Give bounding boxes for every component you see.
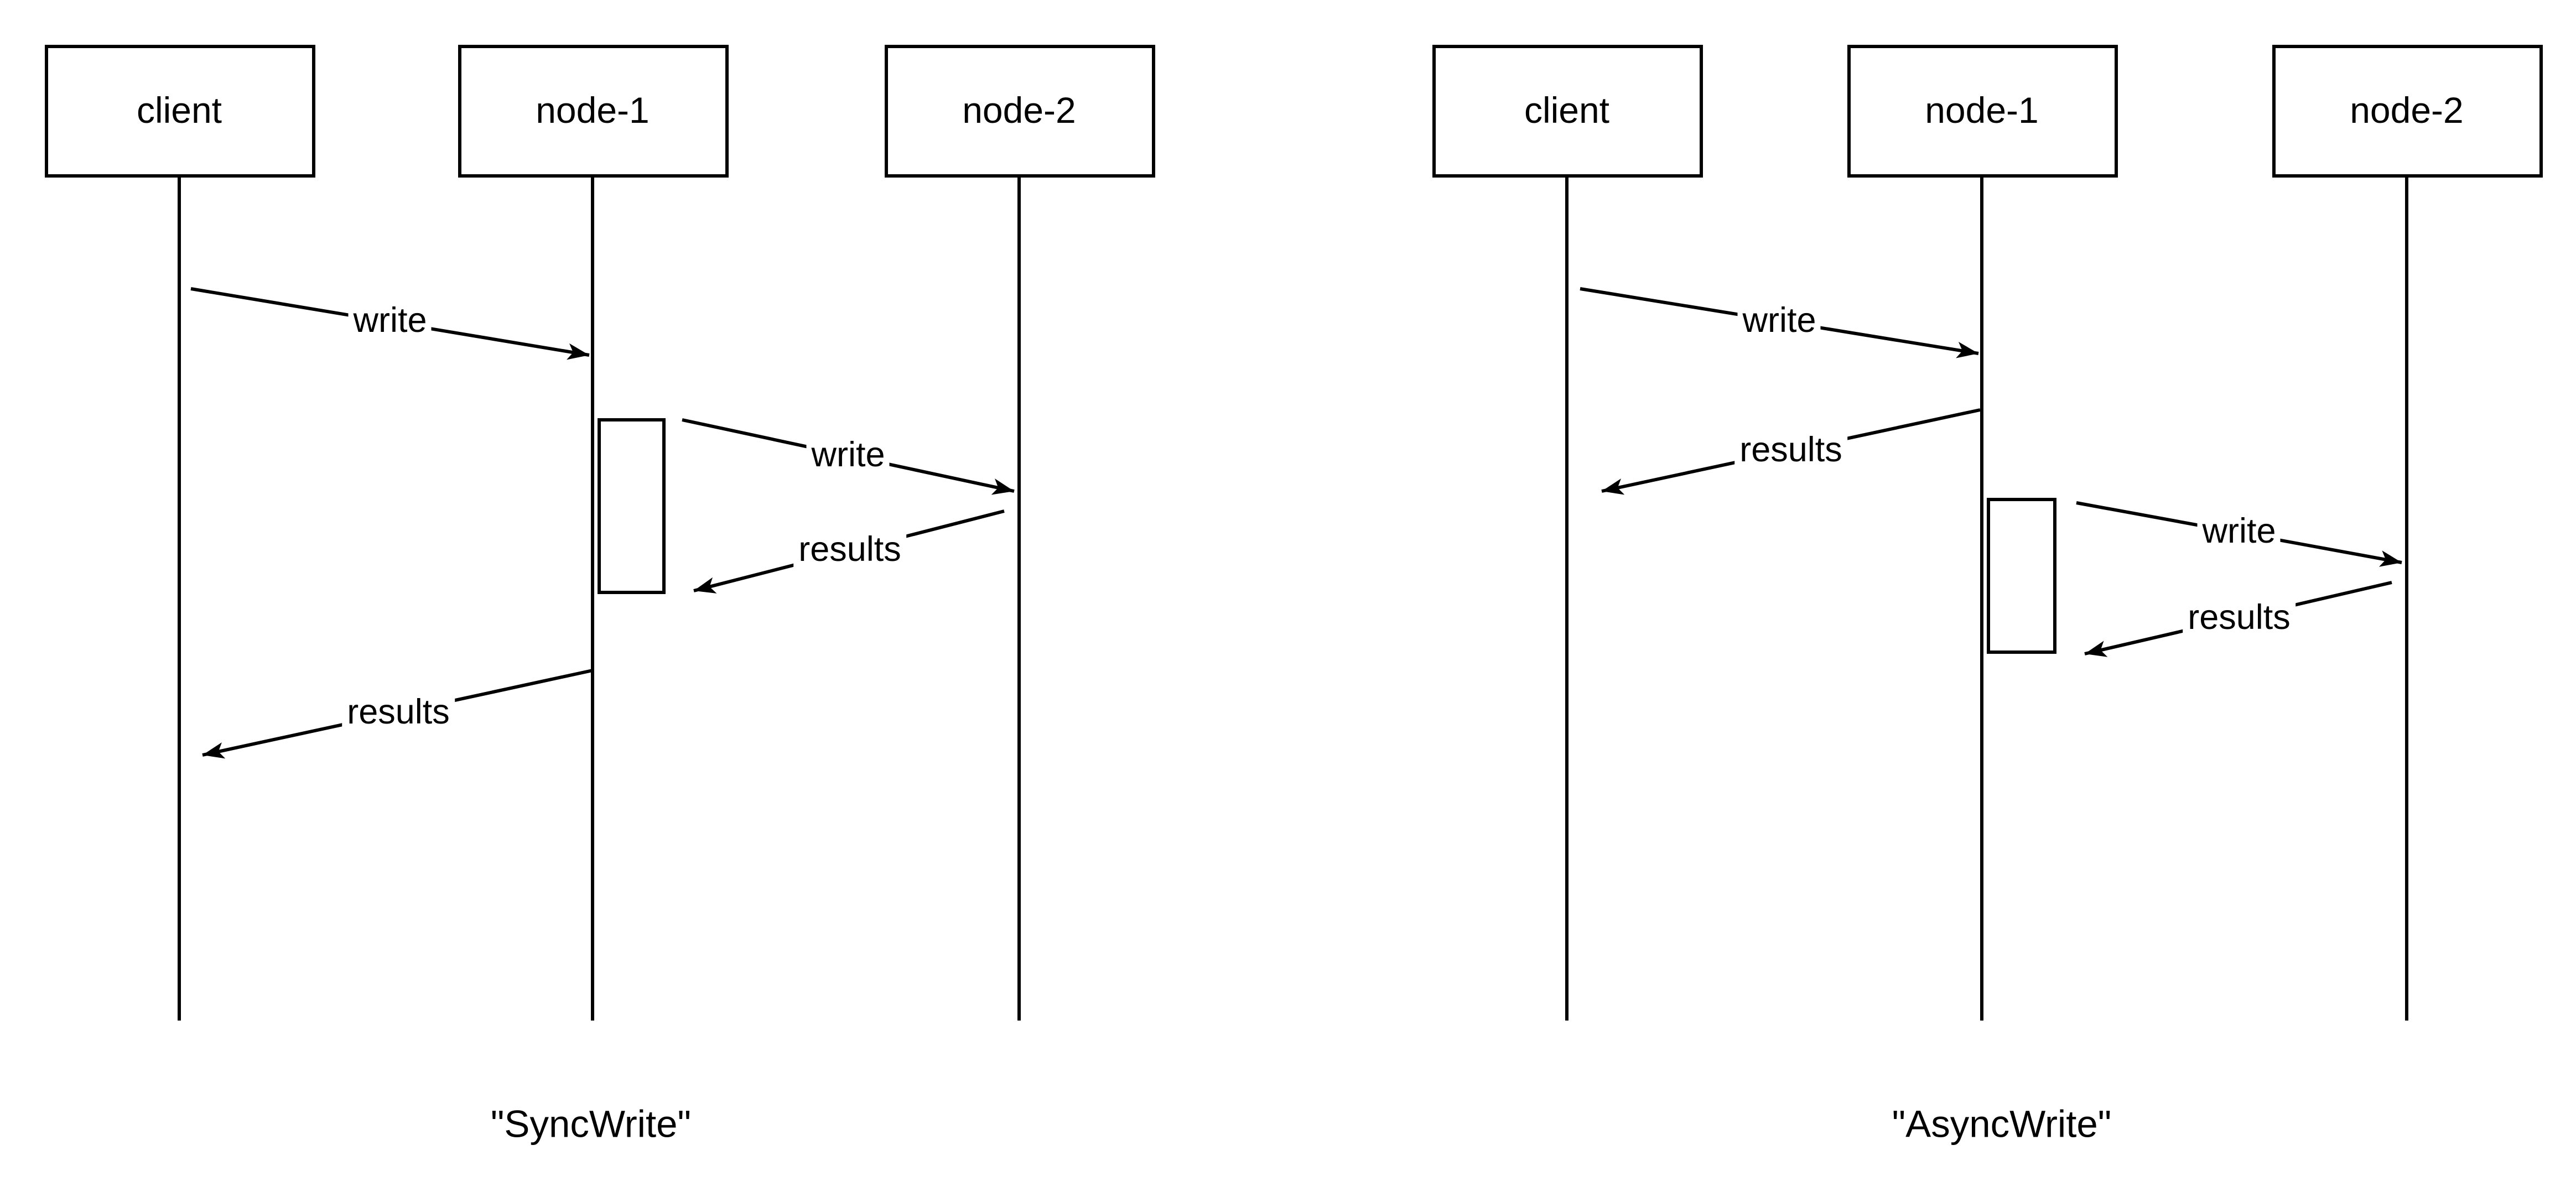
actor-box-sync-client: client: [44, 45, 315, 178]
actor-label-async-node1: node-1: [1925, 90, 2039, 131]
actor-label-async-node2: node-2: [2350, 90, 2464, 131]
message-label-async-write-2: write: [2197, 512, 2281, 553]
activation-async-node1: [1987, 498, 2056, 654]
actor-box-async-node2: node-2: [2271, 45, 2542, 178]
message-label-sync-results-1: results: [793, 530, 906, 571]
message-label-sync-write-2: write: [806, 436, 890, 477]
message-label-sync-write-1: write: [348, 301, 432, 342]
message-label-async-results-2: results: [2183, 598, 2295, 639]
actor-box-async-client: client: [1431, 45, 1702, 178]
message-label-async-write-1: write: [1737, 301, 1821, 342]
activation-sync-node1: [598, 418, 666, 594]
actor-label-sync-node1: node-1: [536, 90, 650, 131]
caption-asyncwrite: "AsyncWrite": [1892, 1102, 2112, 1146]
caption-syncwrite: "SyncWrite": [490, 1102, 692, 1146]
actor-box-async-node1: node-1: [1846, 45, 2117, 178]
actor-label-async-client: client: [1524, 90, 1610, 131]
message-label-async-results-1: results: [1734, 431, 1847, 472]
message-label-sync-results-2: results: [342, 693, 455, 734]
actor-label-sync-node2: node-2: [962, 90, 1076, 131]
actor-label-sync-client: client: [136, 90, 222, 131]
actor-box-sync-node1: node-1: [457, 45, 728, 178]
actor-box-sync-node2: node-2: [884, 45, 1155, 178]
